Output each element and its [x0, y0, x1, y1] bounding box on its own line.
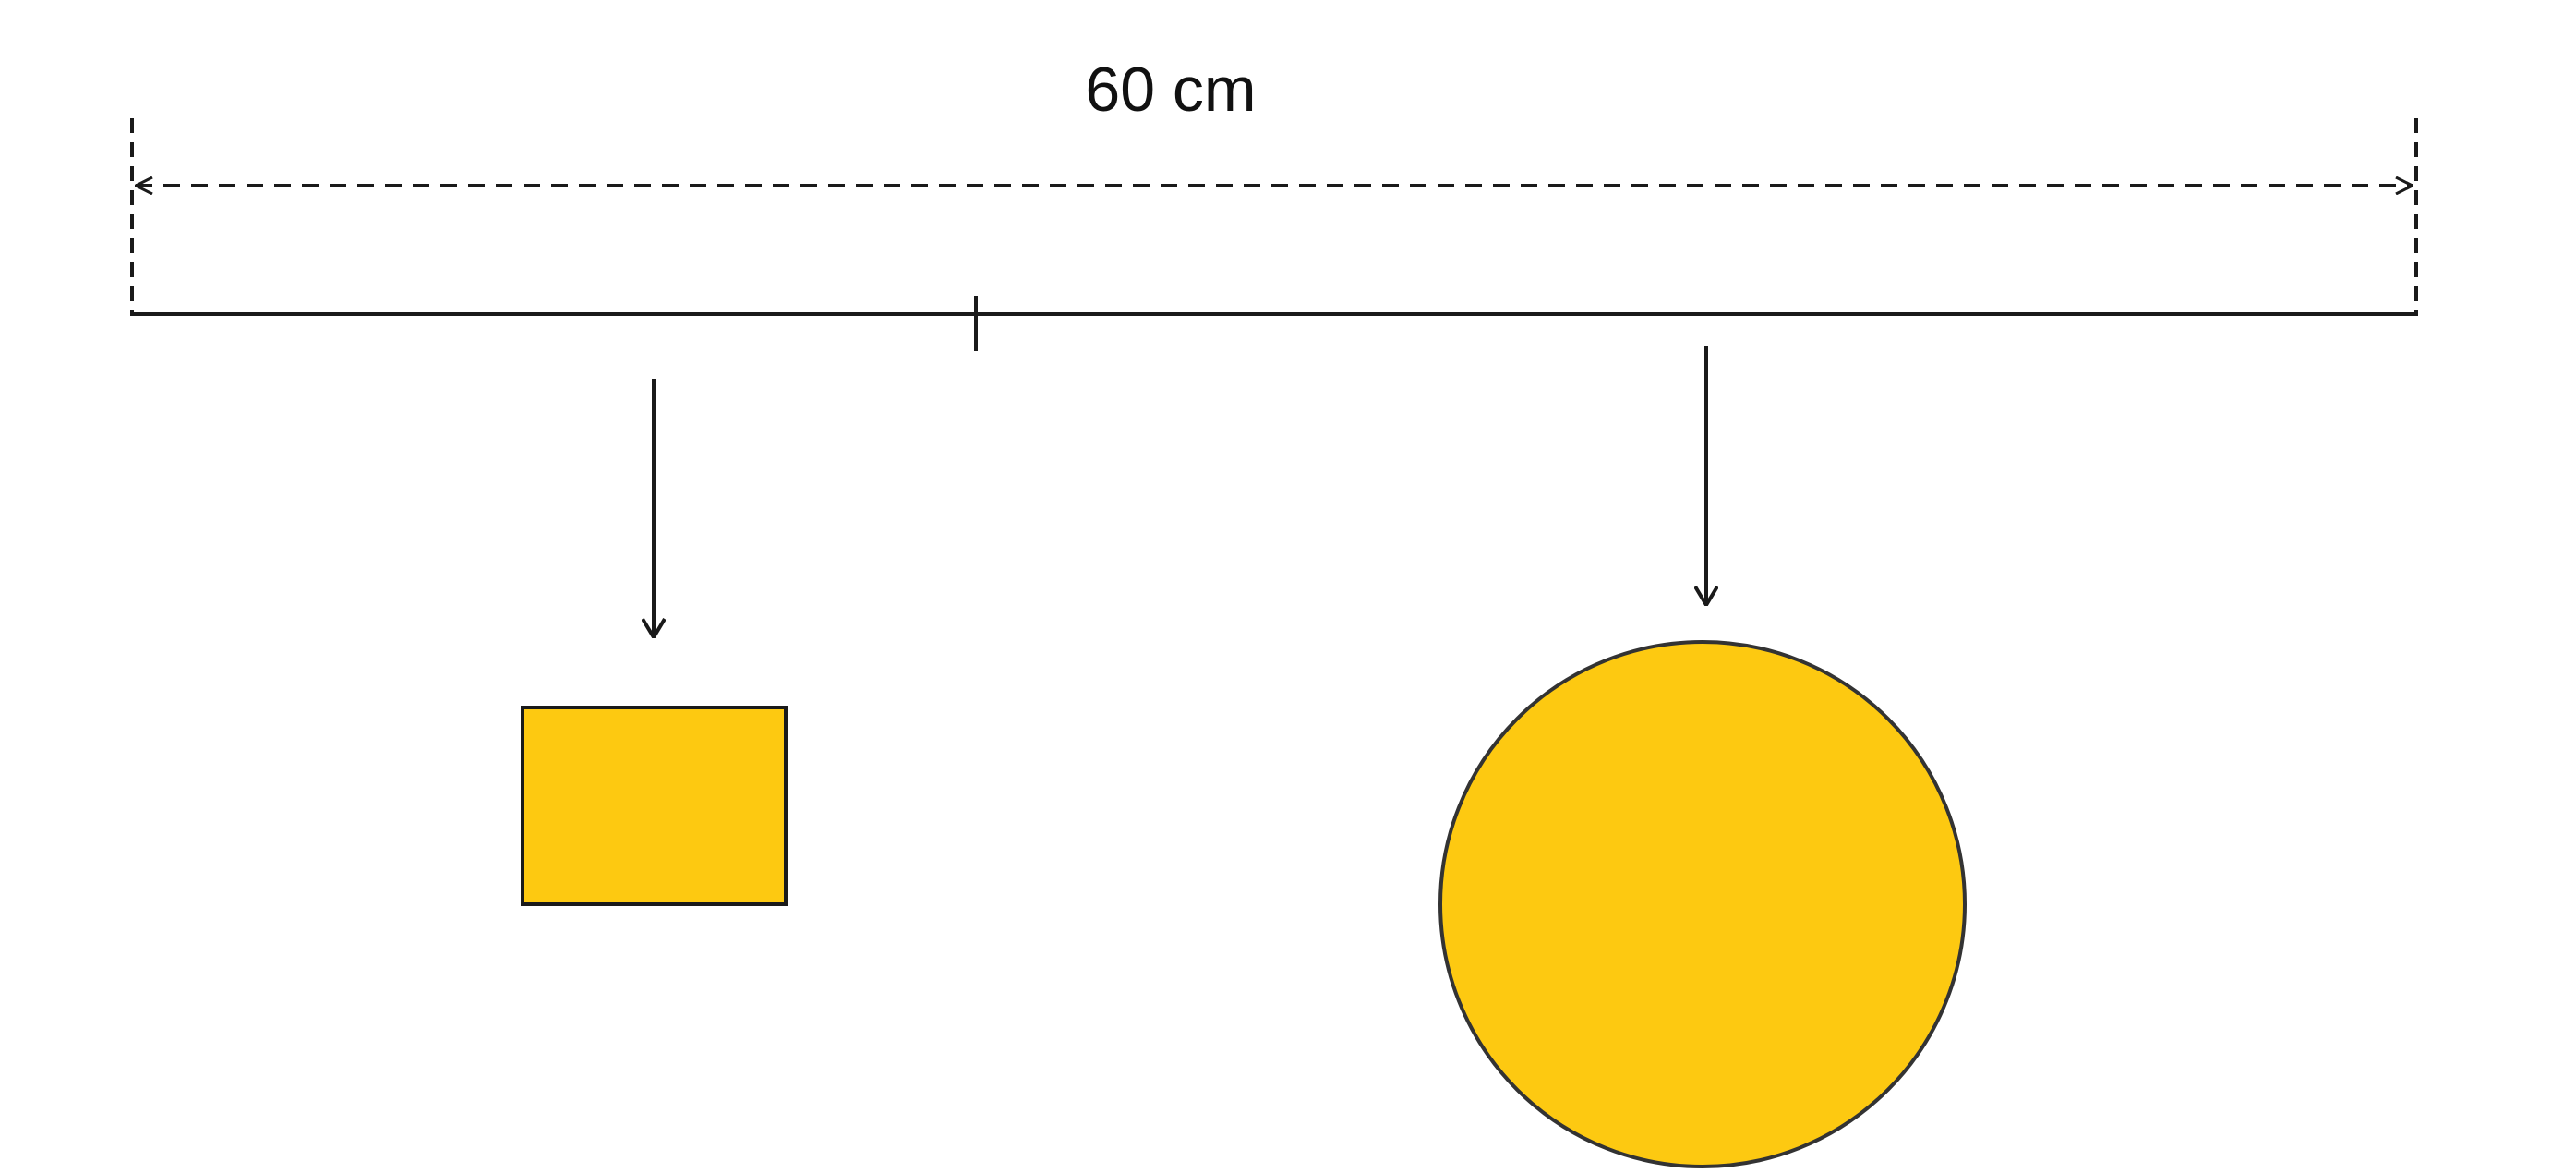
dimension-label: 60 cm	[1085, 54, 1256, 125]
square-weight	[521, 706, 788, 906]
circle-weight	[1438, 640, 1967, 1168]
